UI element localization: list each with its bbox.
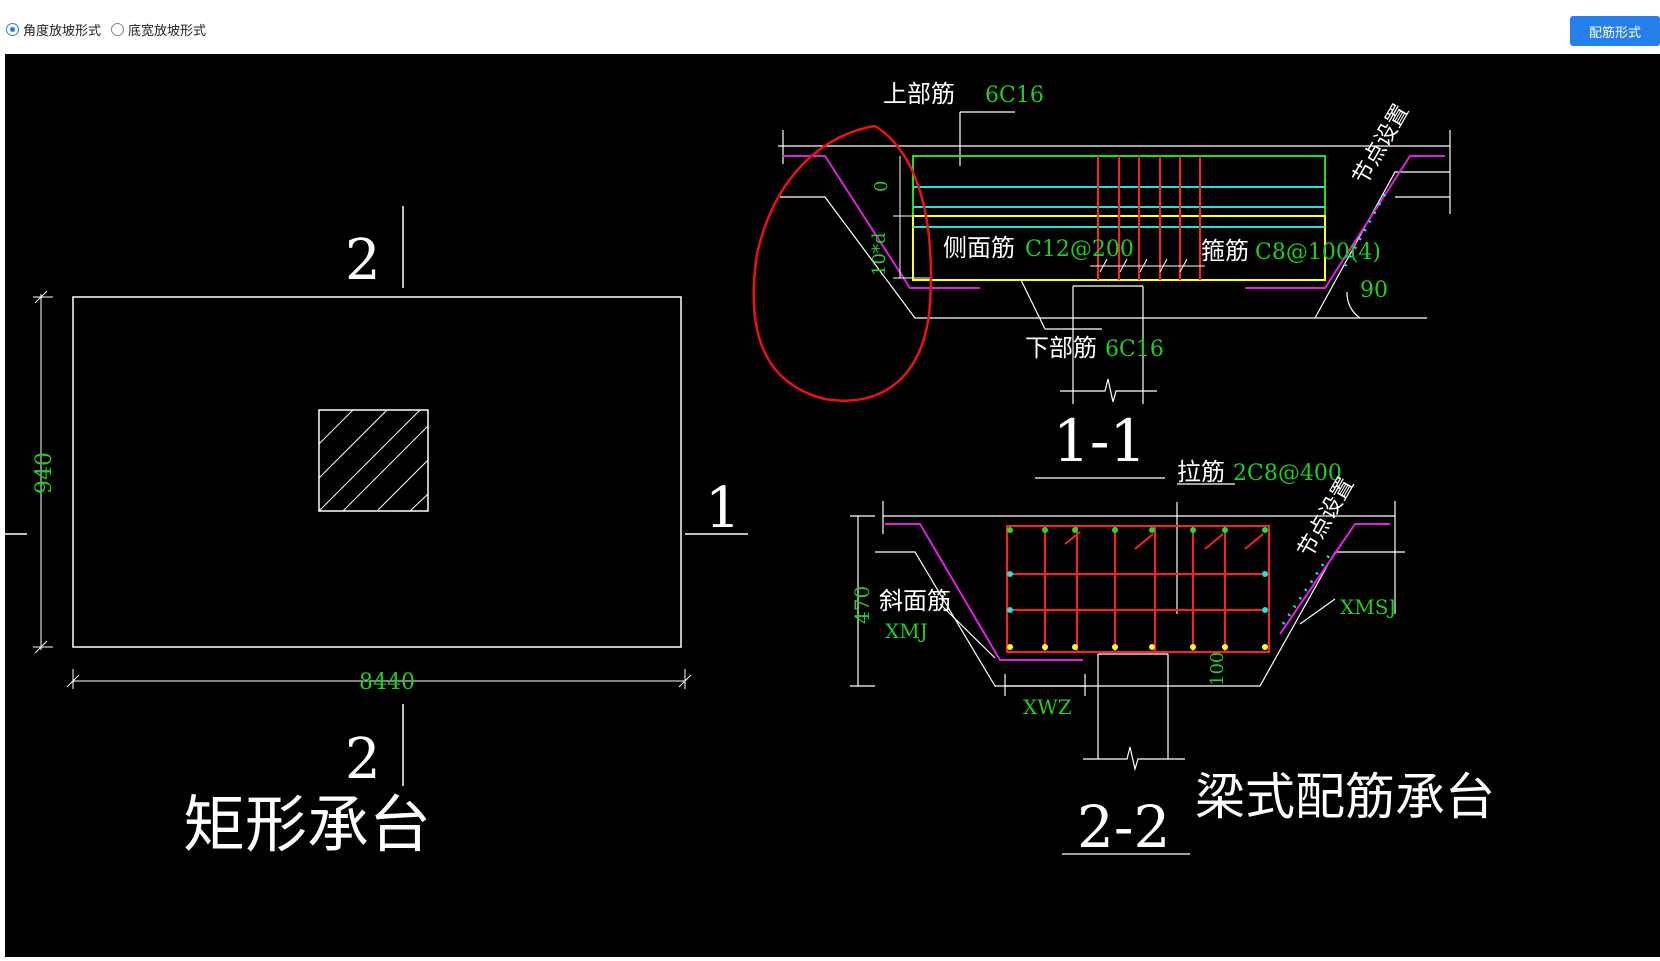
section-2-2-title: 2-2 <box>1077 793 1170 861</box>
top-bar-value: 6C16 <box>985 83 1044 108</box>
beam-cap-title: 梁式配筋承台 <box>1195 768 1495 826</box>
tens-d-value: 10*d <box>869 233 890 276</box>
xmsj-label: XMSJ <box>1340 595 1396 619</box>
section-1-label: 1 <box>705 476 741 541</box>
cad-drawing: 2 2 1 8440 940 矩形承台 <box>5 54 1660 957</box>
side-bar-value: C12@200 <box>1025 237 1134 262</box>
stirrup-value: C8@100(4) <box>1255 240 1381 265</box>
section-1-1-title: 1-1 <box>1053 407 1146 475</box>
section-2-2-drawing <box>850 483 1405 855</box>
section-2-top-label: 2 <box>345 228 381 293</box>
top-bar-label: 上部筋 <box>883 80 955 108</box>
annotation-circle <box>752 124 933 402</box>
drawing-background <box>5 54 1660 957</box>
rect-cap-title: 矩形承台 <box>183 788 431 861</box>
stirrup-label: 箍筋 <box>1201 237 1249 265</box>
radio-unchecked-icon[interactable] <box>111 23 125 36</box>
xwz-label: XWZ <box>1023 695 1072 719</box>
radio-angle-slope[interactable]: 角度放坡形式 <box>6 20 101 39</box>
angle-value: 90 <box>1360 278 1388 303</box>
slope-bar-code: XMJ <box>885 619 928 643</box>
dim-100: 100 <box>1207 652 1228 686</box>
radio-width-slope[interactable]: 底宽放坡形式 <box>111 20 206 39</box>
slope-bar-label: 斜面筋 <box>879 587 951 615</box>
section-1-1-drawing <box>778 111 1451 479</box>
section-2-bottom-label: 2 <box>345 727 381 792</box>
tie-bar-label: 拉筋 <box>1177 458 1225 486</box>
dim-width: 8440 <box>359 670 415 695</box>
cad-drawing-canvas: 2 2 1 8440 940 矩形承台 <box>5 54 1660 957</box>
radio-angle-label: 角度放坡形式 <box>23 24 102 39</box>
radio-checked-icon[interactable] <box>6 23 19 36</box>
slope-mode-radio-group: 角度放坡形式 底宽放坡形式 <box>6 20 216 39</box>
toolbar: 角度放坡形式 底宽放坡形式 配筋形式 <box>0 0 1660 54</box>
tie-bar-value: 2C8@400 <box>1233 461 1342 486</box>
reinforcement-form-button[interactable]: 配筋形式 <box>1570 16 1660 46</box>
bottom-bar-value: 6C16 <box>1105 337 1164 362</box>
zero-value: 0 <box>871 181 892 192</box>
cap-outline <box>72 296 682 648</box>
dim-height: 940 <box>32 452 57 494</box>
radio-width-label: 底宽放坡形式 <box>128 24 207 39</box>
dim-470: 470 <box>850 586 874 624</box>
rect-cap-plan <box>5 206 748 786</box>
column-hatch <box>318 409 429 512</box>
bottom-bar-label: 下部筋 <box>1025 334 1097 362</box>
side-bar-label: 侧面筋 <box>943 234 1015 262</box>
